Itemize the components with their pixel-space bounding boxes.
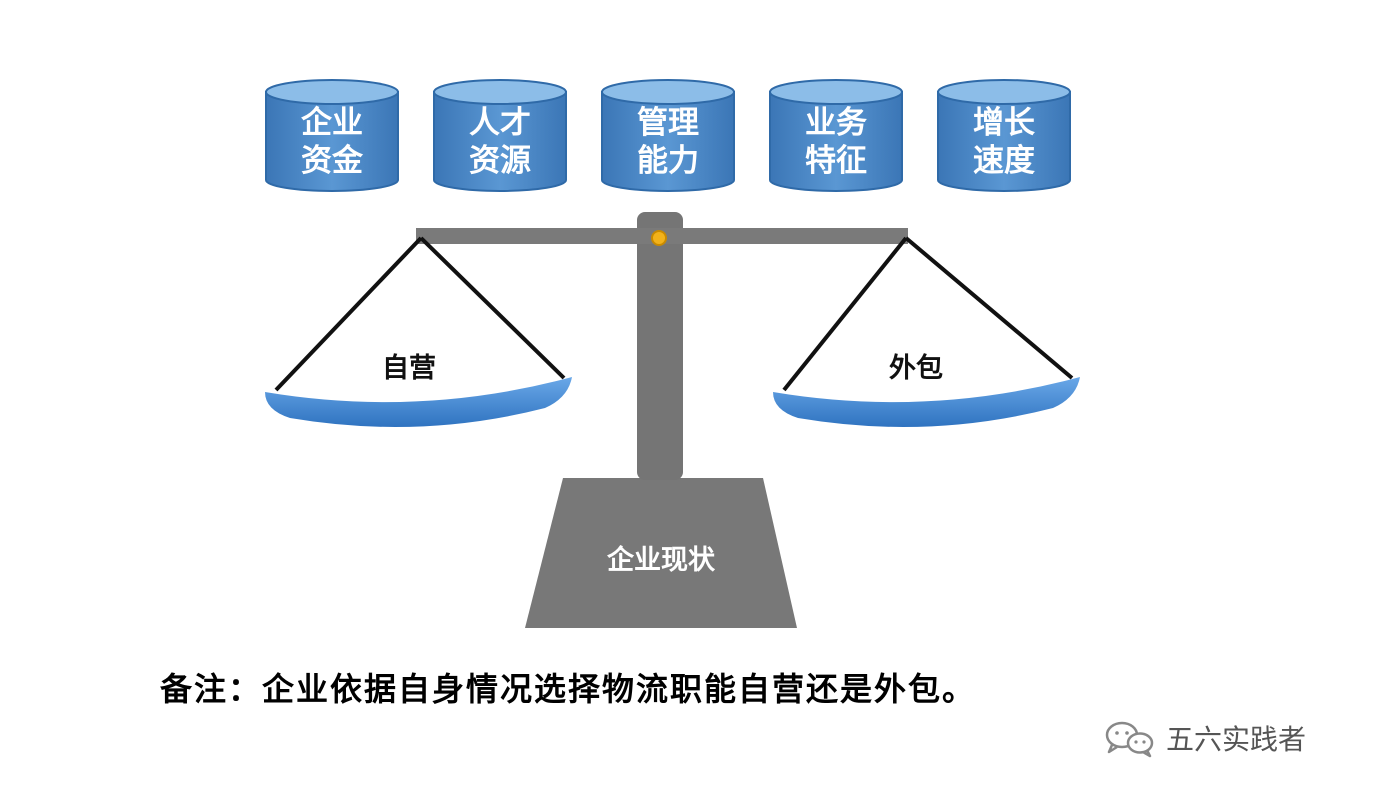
factor-2-line2: 资源 (469, 143, 531, 179)
watermark-text: 五六实践者 (1166, 723, 1307, 756)
right-pan (773, 377, 1080, 427)
factor-cylinder-4: 业务 特征 (769, 79, 903, 192)
left-pan (265, 377, 572, 427)
right-string-b (904, 236, 1074, 380)
factor-cylinder-1: 企业 资金 (265, 79, 399, 192)
base-label: 企业现状 (607, 544, 716, 576)
note-text: 备注：企业依据自身情况选择物流职能自营还是外包。 (160, 670, 977, 708)
scale-base (525, 478, 797, 628)
factor-3-line2: 能力 (637, 143, 699, 179)
factor-cylinder-2: 人才 资源 (433, 79, 567, 192)
factor-4-line1: 业务 (805, 105, 867, 141)
wechat-icon (1105, 721, 1154, 758)
factor-5-line2: 速度 (973, 143, 1035, 179)
factor-cylinder-5: 增长 速度 (937, 79, 1071, 192)
factor-1-line2: 资金 (301, 143, 364, 179)
right-pan-label: 外包 (889, 352, 943, 384)
factor-cylinder-3: 管理 能力 (601, 79, 735, 192)
scale-post (637, 212, 683, 480)
left-pan-label: 自营 (382, 352, 436, 384)
left-string-a (274, 236, 423, 392)
factor-2-line1: 人才 (469, 105, 531, 141)
right-string-a (782, 236, 908, 392)
pivot-icon (651, 230, 667, 246)
left-string-b (419, 236, 566, 380)
factor-5-line1: 增长 (973, 105, 1035, 141)
factor-4-line2: 特征 (805, 143, 867, 179)
factor-1-line1: 企业 (301, 105, 363, 141)
factor-3-line1: 管理 (637, 105, 699, 141)
watermark: 五六实践者 (1100, 716, 1306, 760)
